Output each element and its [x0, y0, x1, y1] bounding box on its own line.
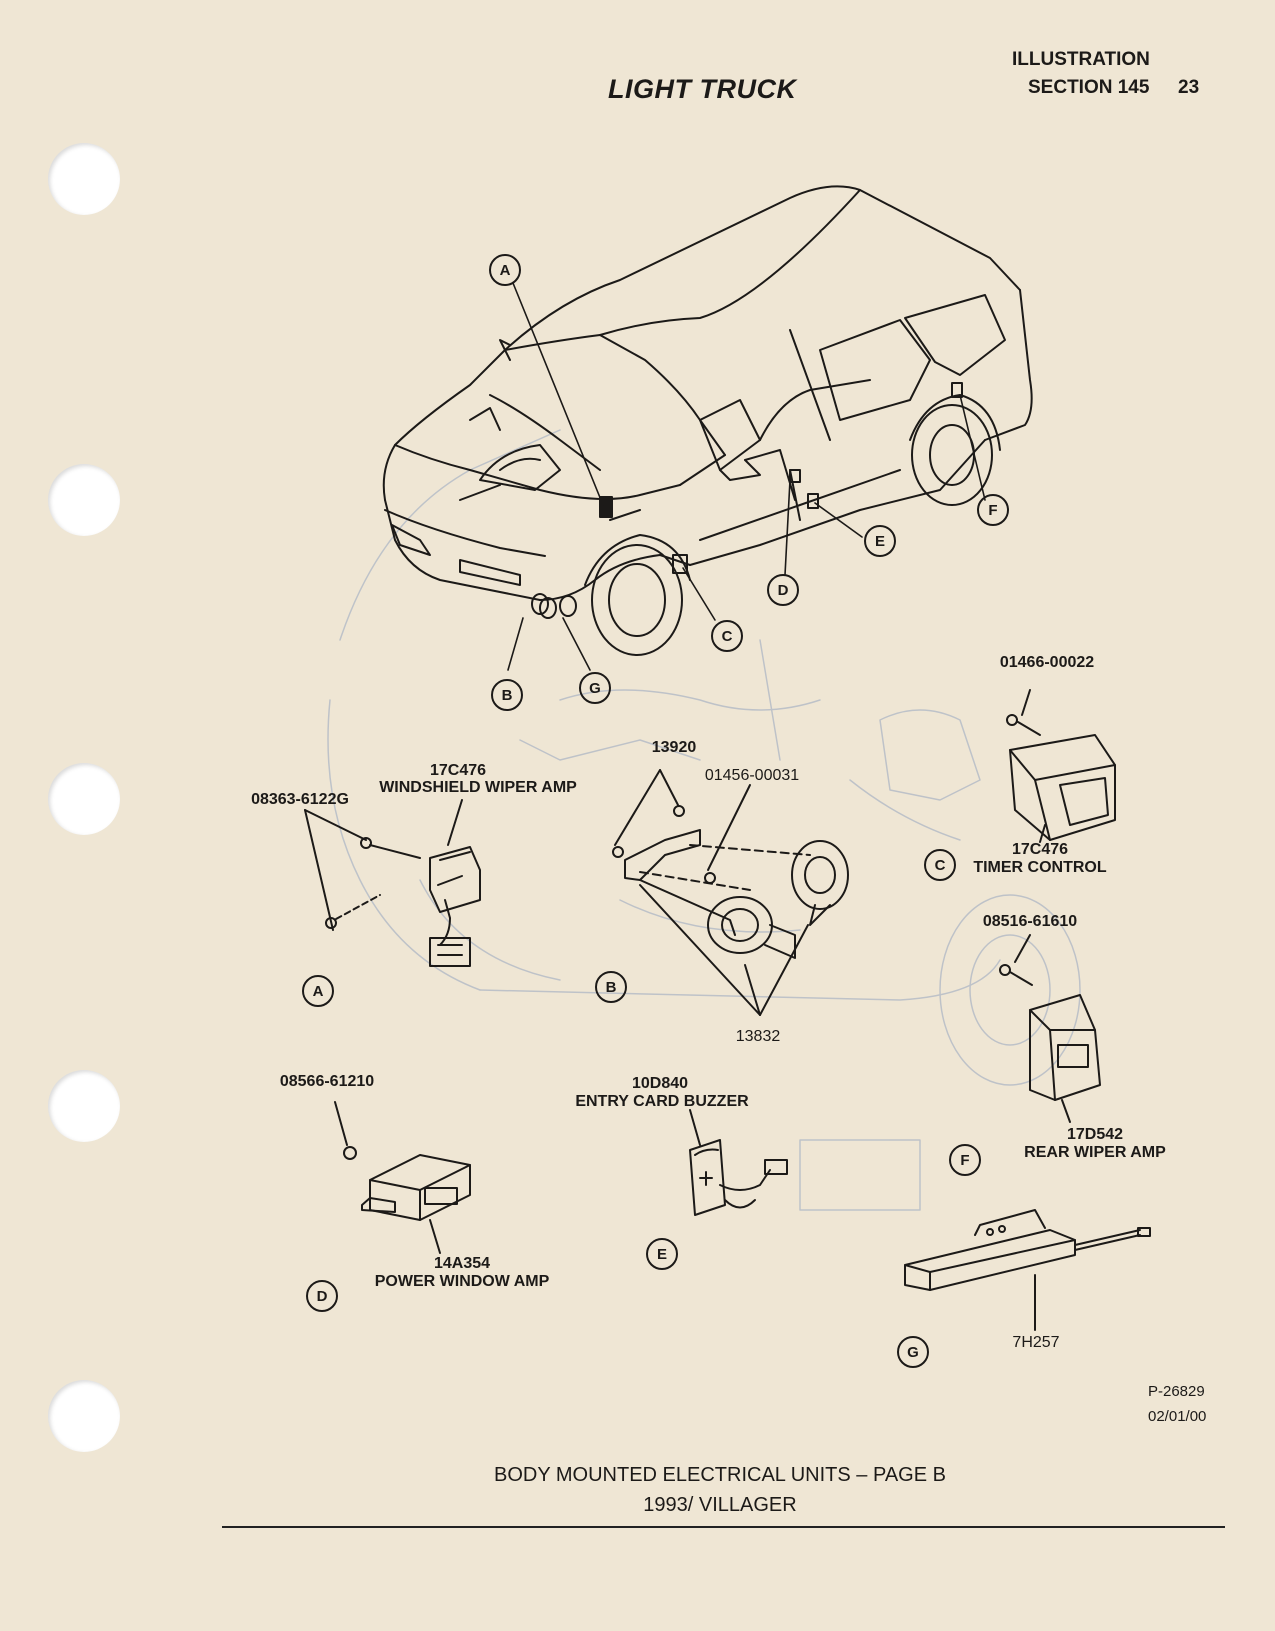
horn-bolt-part-number: 01456-00031 [705, 767, 799, 784]
horn-part-number: 13832 [736, 1028, 781, 1045]
wiper-amp-part-number: 17C476 [430, 762, 486, 779]
figure-number: P-26829 [1148, 1383, 1205, 1400]
binder-hole [48, 464, 120, 536]
callout-circle-g-vehicle [579, 672, 611, 704]
power-window-amp-fastener: 08566-61210 [280, 1073, 374, 1090]
callout-circle-c [924, 849, 956, 881]
wiper-amp-name: WINDSHIELD WIPER AMP [379, 779, 577, 796]
entry-card-buzzer-drawing [689, 1109, 788, 1216]
callout-circle-f-vehicle [977, 494, 1009, 526]
callout-letter-g: G [907, 1344, 919, 1361]
figure-date: 02/01/00 [1148, 1408, 1207, 1425]
callout-letter-b: B [606, 979, 617, 996]
callout-circle-b [595, 971, 627, 1003]
rear-wiper-amp-name: REAR WIPER AMP [1024, 1144, 1166, 1161]
footer-caption: BODY MOUNTED ELECTRICAL UNITS – PAGE B [494, 1464, 946, 1486]
callout-circle-d [306, 1280, 338, 1312]
illustration-label: ILLUSTRATION [1012, 49, 1150, 70]
entry-card-buzzer-name: ENTRY CARD BUZZER [575, 1093, 749, 1110]
horn-nut-part-number: 13920 [652, 739, 697, 756]
callout-circles [302, 254, 1009, 1368]
callout-circle-f [949, 1144, 981, 1176]
callout-letter-a-vehicle: A [500, 262, 511, 279]
callout-letter-c-vehicle: C [722, 628, 733, 645]
footer-model: 1993/ VILLAGER [643, 1494, 797, 1516]
callout-circle-g [897, 1336, 929, 1368]
section-label: SECTION 145 [1028, 77, 1150, 98]
footer-rule [222, 1526, 1225, 1528]
page-title: LIGHT TRUCK [608, 74, 797, 104]
callout-circle-e-vehicle [864, 525, 896, 557]
callout-letter-a: A [313, 983, 324, 1000]
callout-letter-f: F [960, 1152, 969, 1169]
power-window-amp-part-number: 14A354 [434, 1255, 490, 1272]
entry-card-buzzer-part-number: 10D840 [632, 1075, 688, 1092]
link-assembly-drawing [904, 1209, 1151, 1331]
wiper-amp-fastener: 08363-6122G [251, 791, 349, 808]
power-window-amp-name: POWER WINDOW AMP [375, 1273, 550, 1290]
callout-circle-a [302, 975, 334, 1007]
binder-hole [48, 763, 120, 835]
callout-letter-g-vehicle: G [589, 680, 601, 697]
page-number: 23 [1178, 77, 1200, 98]
windshield-wiper-amp-drawing [304, 799, 481, 967]
callout-letter-e: E [657, 1246, 667, 1263]
rear-wiper-amp-part-number: 17D542 [1067, 1126, 1123, 1143]
callout-letter-d: D [317, 1288, 328, 1305]
timer-control-fastener: 01466-00022 [1000, 654, 1094, 671]
horn-assembly-drawing [612, 769, 849, 1016]
rear-wiper-amp-fastener: 08516-61610 [983, 913, 1077, 930]
vehicle-drawing [382, 185, 1033, 656]
binder-hole [48, 1070, 120, 1142]
rear-wiper-amp-drawing [999, 934, 1101, 1123]
link-assembly-part-number: 7H257 [1012, 1334, 1059, 1351]
callout-circle-c-vehicle [711, 620, 743, 652]
binder-hole [48, 1380, 120, 1452]
callout-circle-a-vehicle [489, 254, 521, 286]
callout-letter-f-vehicle: F [988, 502, 997, 519]
callout-letter-b-vehicle: B [502, 687, 513, 704]
timer-control-name: TIMER CONTROL [973, 859, 1107, 876]
callout-letter-e-vehicle: E [875, 533, 885, 550]
callout-circle-e [646, 1238, 678, 1270]
binder-hole [48, 143, 120, 215]
power-window-amp-drawing [334, 1101, 471, 1254]
callout-circle-d-vehicle [767, 574, 799, 606]
callout-letter-d-vehicle: D [778, 582, 789, 599]
timer-control-drawing [1006, 689, 1116, 843]
timer-control-part-number: 17C476 [1012, 841, 1068, 858]
callout-letter-c: C [935, 857, 946, 874]
callout-circle-b-vehicle [491, 679, 523, 711]
callout-leaders [507, 282, 986, 671]
